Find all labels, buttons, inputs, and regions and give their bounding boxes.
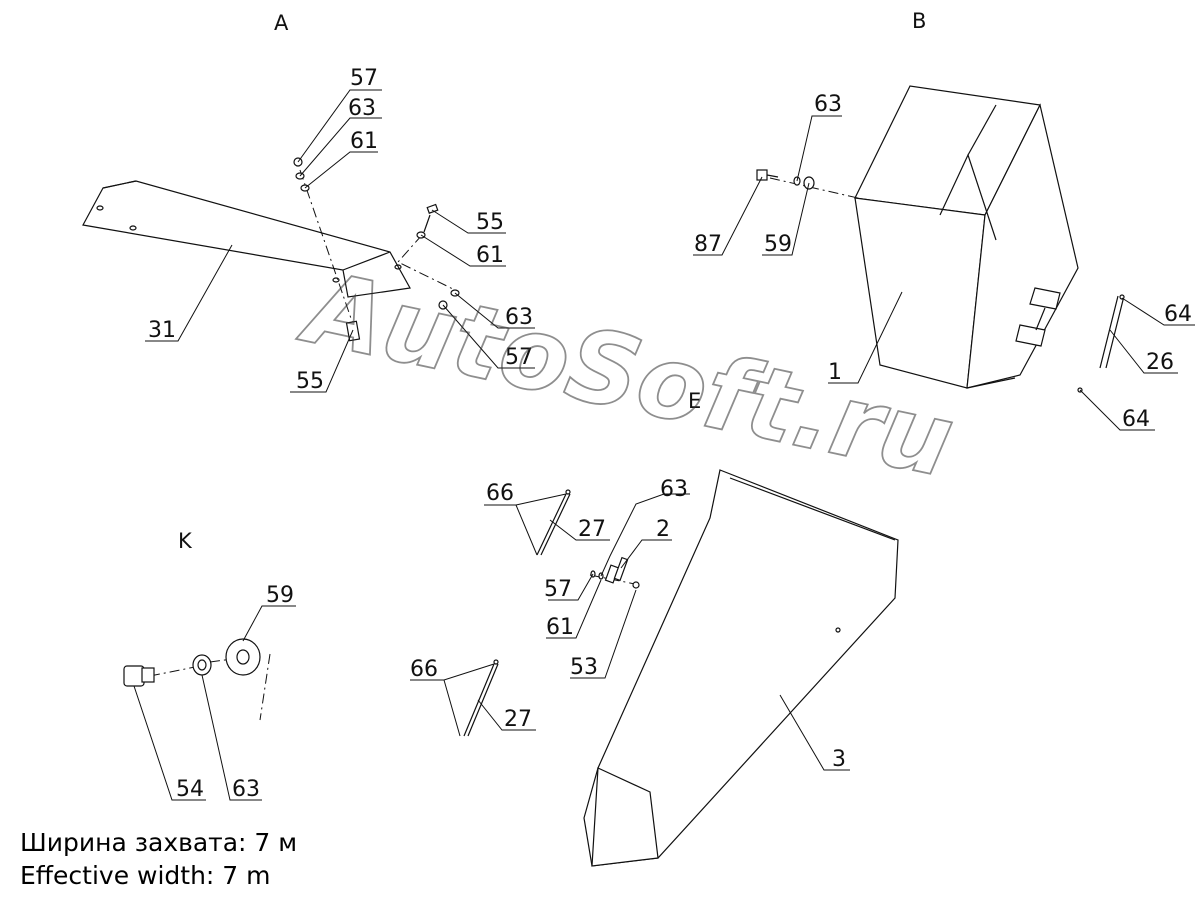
callout-a-63b: 63 xyxy=(505,305,533,330)
callout-b-63: 63 xyxy=(814,92,842,117)
callout-k-63: 63 xyxy=(232,777,260,802)
callout-e-27b: 27 xyxy=(504,707,532,732)
callout-e-63: 63 xyxy=(660,477,688,502)
callout-a-61: 61 xyxy=(350,129,378,154)
callout-e-3: 3 xyxy=(832,747,846,772)
callout-b-64b: 64 xyxy=(1122,407,1150,432)
part-1-cover-box xyxy=(854,85,1079,389)
view-e-fasteners xyxy=(463,489,641,737)
callout-k-59: 59 xyxy=(266,583,294,608)
caption-width-en: Effective width: 7 m xyxy=(20,861,271,890)
caption-width-ru: Ширина захвата: 7 м xyxy=(20,828,298,857)
callout-a-55: 55 xyxy=(476,210,504,235)
view-label-a: A xyxy=(274,11,289,35)
callout-a-63: 63 xyxy=(348,96,376,121)
callout-e-57: 57 xyxy=(544,577,572,602)
callout-e-2: 2 xyxy=(656,517,670,542)
callout-e-66b: 66 xyxy=(410,657,438,682)
callout-e-66: 66 xyxy=(486,481,514,506)
view-label-e: E xyxy=(688,389,701,413)
callout-b-26: 26 xyxy=(1146,350,1174,375)
callout-e-53: 53 xyxy=(570,655,598,680)
callout-e-27: 27 xyxy=(578,517,606,542)
callout-b-1: 1 xyxy=(828,360,842,385)
callout-b-64: 64 xyxy=(1164,302,1192,327)
part-31-bracket xyxy=(82,180,411,298)
view-b-leaders xyxy=(693,115,1195,431)
view-k-fasteners xyxy=(123,638,271,721)
callout-a-31: 31 xyxy=(148,318,176,343)
callout-e-61: 61 xyxy=(546,615,574,640)
view-k-leaders xyxy=(133,605,296,801)
callout-a-61b: 61 xyxy=(476,243,504,268)
view-label-k: K xyxy=(178,529,193,553)
callout-a-57b: 57 xyxy=(505,345,533,370)
view-e-leaders xyxy=(410,493,850,771)
view-label-b: B xyxy=(912,9,926,33)
watermark-text: AutoSoft.ru xyxy=(291,248,963,500)
callout-k-54: 54 xyxy=(176,777,204,802)
view-a-leaders xyxy=(145,89,535,393)
view-b-fasteners xyxy=(756,169,1125,393)
callout-a-55b: 55 xyxy=(296,369,324,394)
callout-a-57: 57 xyxy=(350,66,378,91)
callout-b-87: 87 xyxy=(694,232,722,257)
callout-b-59: 59 xyxy=(764,232,792,257)
part-3-chute xyxy=(583,469,899,867)
